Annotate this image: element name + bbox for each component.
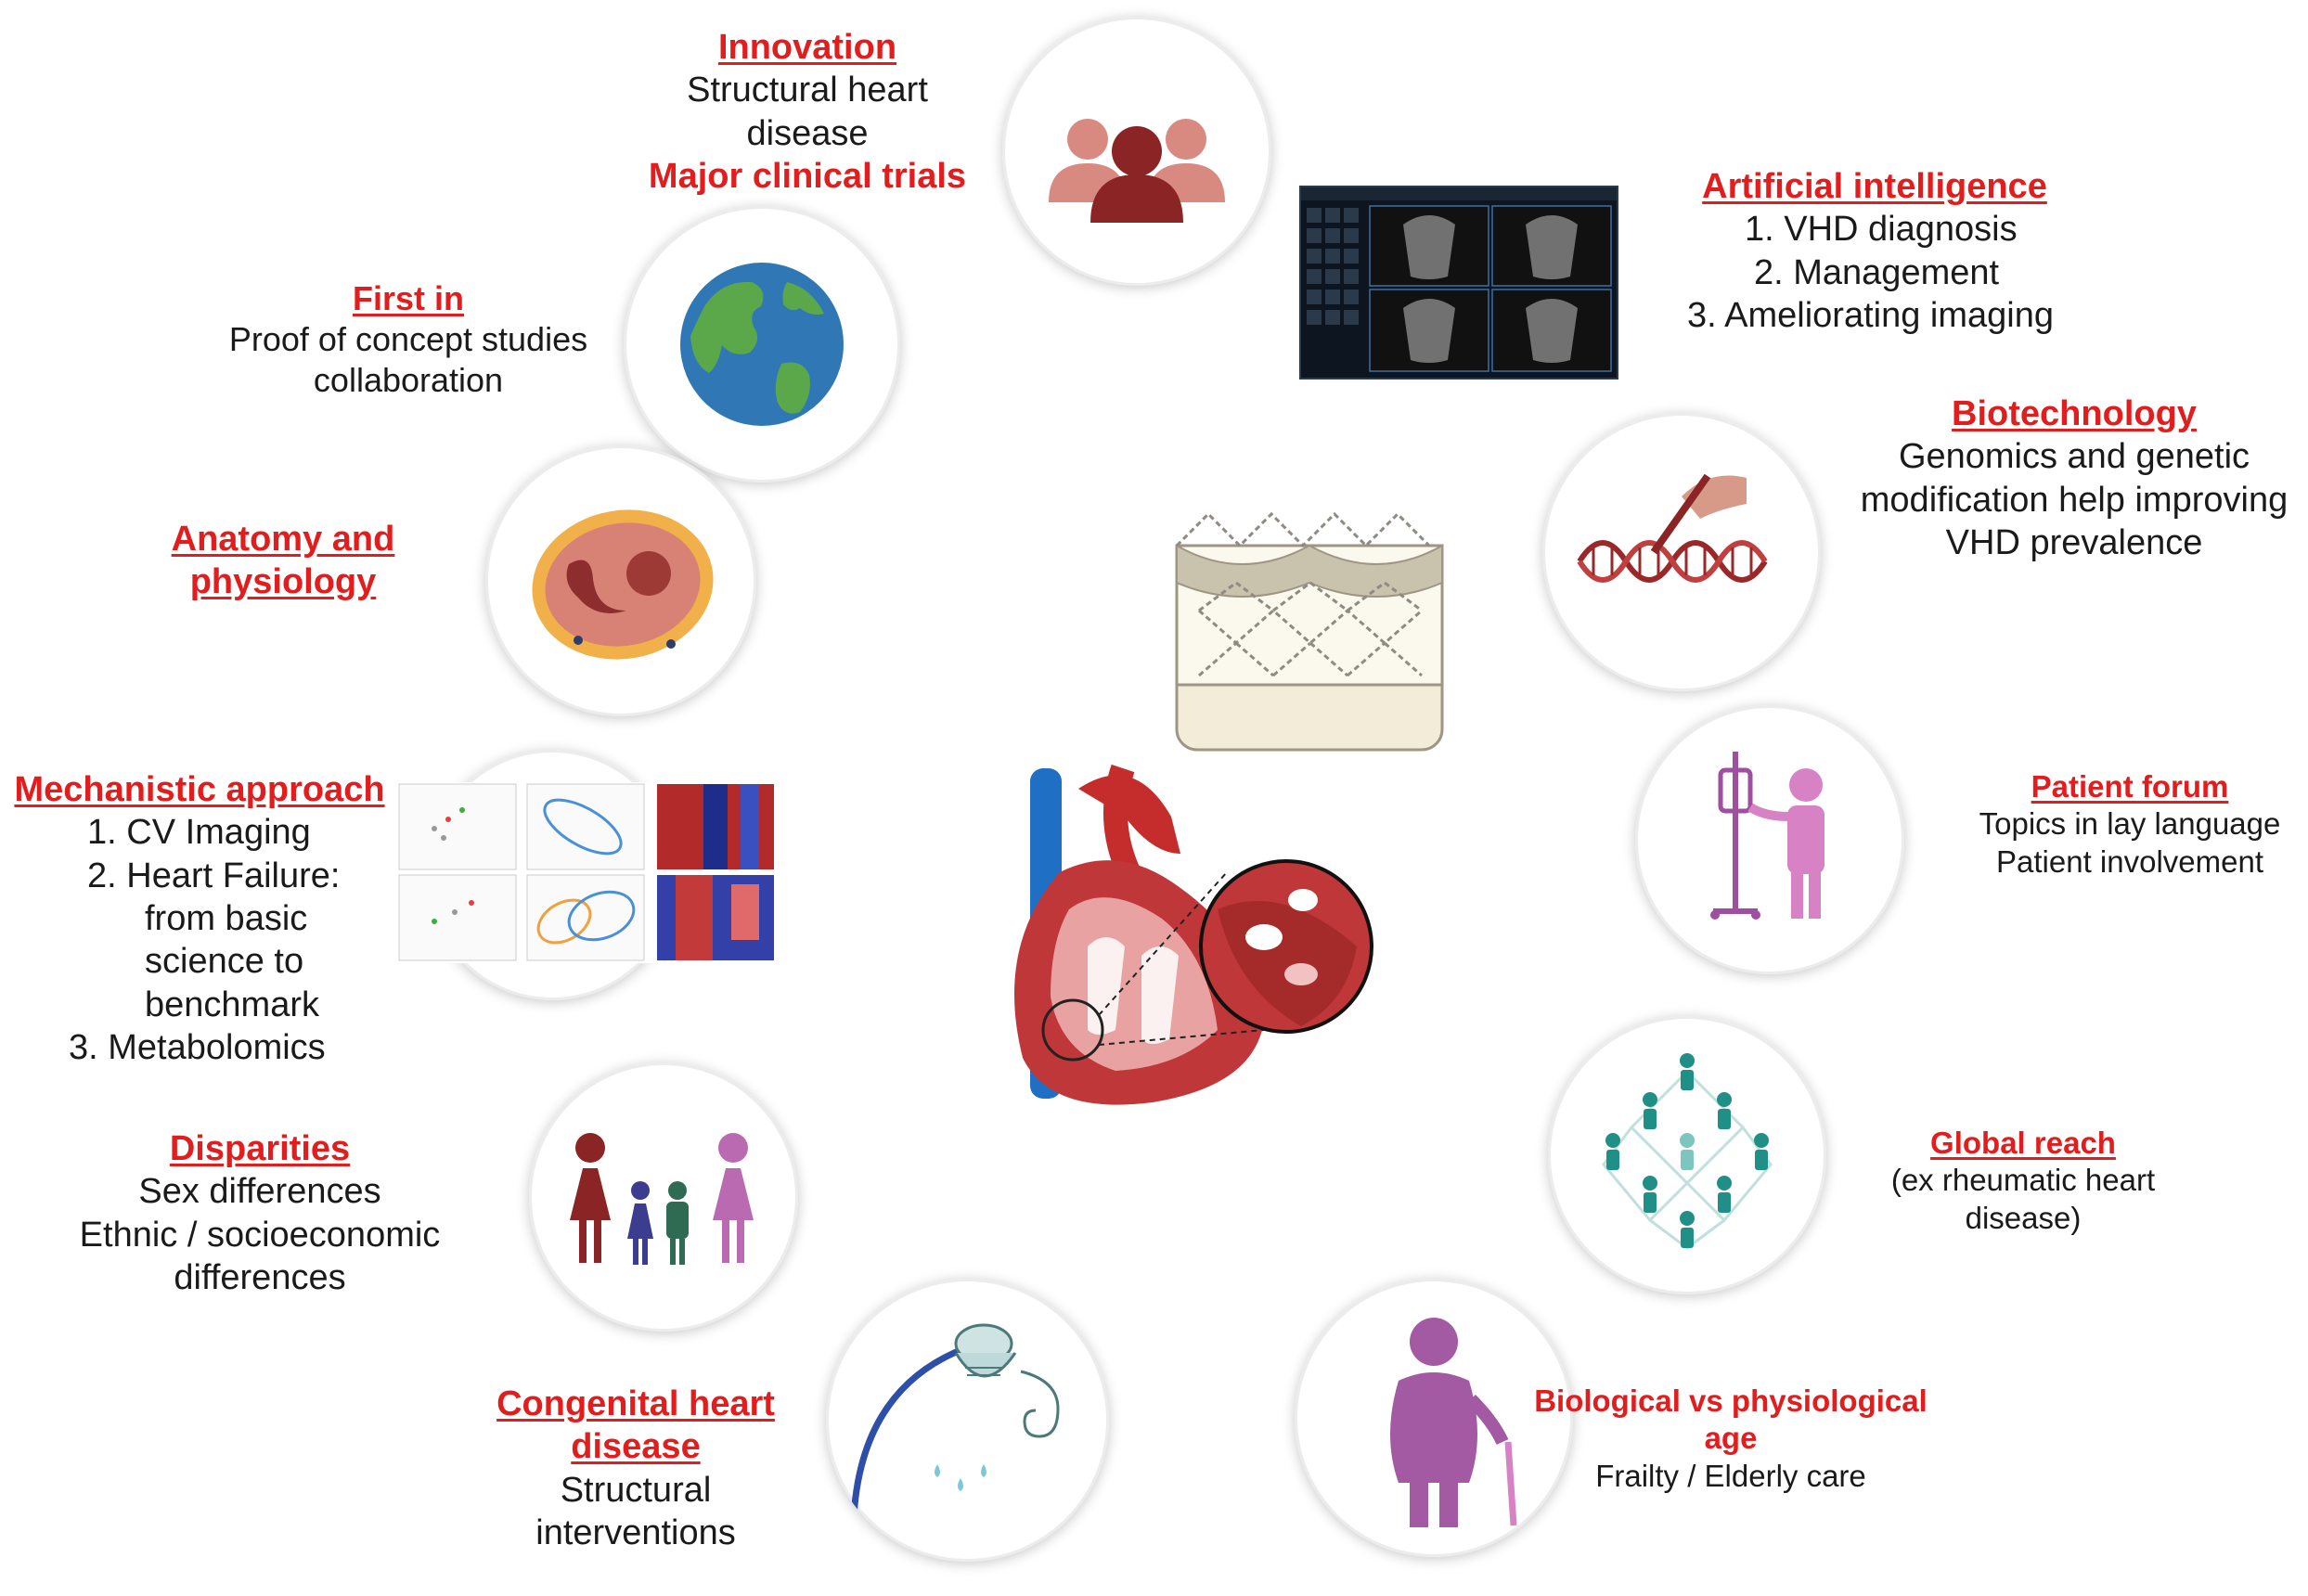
disparities-body1: Sex differences: [138, 1172, 381, 1212]
innovation-circle: [1002, 17, 1271, 286]
innovation-sub: Major clinical trials: [648, 157, 967, 197]
biotech-body2: modification help improving: [1860, 480, 2289, 520]
congenital-title2: disease: [571, 1427, 701, 1467]
patient-iv-icon: [1710, 752, 1824, 920]
globe-icon: [680, 263, 844, 426]
anatomy-label: Anatomy and physiology: [148, 518, 418, 604]
anatomy-title1: Anatomy and: [171, 520, 395, 559]
bio-age-label: Biological vs physiological age Frailty …: [1522, 1383, 1940, 1495]
patient-forum-body1: Topics in lay language: [1979, 806, 2281, 842]
family-icon: [570, 1133, 754, 1265]
congenital-circle: [826, 1279, 1109, 1562]
global-reach-body1: (ex rheumatic heart: [1890, 1163, 2156, 1198]
congenital-title1: Congenital heart: [496, 1384, 775, 1423]
bio-age-circle: [1295, 1279, 1573, 1557]
ai-title: Artificial intelligence: [1702, 167, 2047, 206]
disparities-circle: [529, 1062, 798, 1332]
first-in-body1: Proof of concept studies: [228, 319, 588, 358]
ai-item-2: 2. Management: [1754, 252, 2000, 292]
dna-editing-icon: [1577, 473, 1768, 583]
mechanistic-title: Mechanistic approach: [14, 770, 385, 809]
anatomy-circle: [485, 445, 756, 716]
bio-age-title2: age: [1704, 1421, 1758, 1456]
anatomy-title2: physiology: [189, 562, 377, 602]
patient-forum-body2: Patient involvement: [1996, 843, 2263, 879]
echo-imaging-icon: [1299, 186, 1618, 380]
mechanistic-item-1: 1. CV Imaging: [87, 813, 311, 853]
congenital-label: Congenital heart disease Structural inte…: [483, 1383, 789, 1554]
biotech-title: Biotechnology: [1952, 394, 2197, 433]
bio-age-title1: Biological vs physiological: [1534, 1384, 1928, 1418]
disparities-body2: Ethnic / socioeconomic: [79, 1215, 441, 1255]
bio-age-body: Frailty / Elderly care: [1595, 1458, 1866, 1493]
biotech-body3: VHD prevalence: [1945, 523, 2203, 563]
heart-tissue-cross-section-icon: [532, 509, 714, 660]
ai-label: Artificial intelligence 1. VHD diagnosis…: [1661, 165, 2088, 337]
biotech-body1: Genomics and genetic: [1898, 437, 2250, 477]
disparities-body3: differences: [174, 1258, 346, 1298]
global-reach-circle: [1548, 1016, 1826, 1294]
mechanistic-label: Mechanistic approach 1. CV Imaging 2. He…: [9, 768, 390, 1070]
ai-item-1: 1. VHD diagnosis: [1745, 210, 2018, 250]
innovation-body: Structural heart disease: [687, 71, 928, 153]
disparities-label: Disparities Sex differences Ethnic / soc…: [56, 1127, 464, 1299]
first-in-label: First in Proof of concept studies collab…: [186, 278, 631, 401]
ai-item-3: 3. Ameliorating imaging: [1687, 296, 2054, 336]
disparities-title: Disparities: [169, 1129, 351, 1168]
mechanistic-item-2-line3: science to: [145, 942, 304, 982]
transcatheter-valve-icon: [1171, 508, 1448, 757]
heart-anatomy-icon: [986, 761, 1375, 1106]
people-group-icon: [1049, 119, 1225, 223]
mechanistic-item-2-line4: benchmark: [145, 985, 319, 1024]
first-in-circle: [624, 206, 900, 483]
mechanistic-item-3: 3. Metabolomics: [69, 1028, 326, 1068]
biotech-label: Biotechnology Genomics and genetic modif…: [1842, 393, 2306, 564]
elderly-person-icon: [1390, 1318, 1517, 1527]
first-in-title: First in: [352, 279, 464, 317]
global-reach-title: Global reach: [1930, 1126, 2116, 1160]
congenital-body2: interventions: [535, 1513, 736, 1553]
mechanistic-item-2-line2: from basic: [145, 899, 308, 939]
global-reach-label: Global reach (ex rheumatic heart disease…: [1865, 1125, 2181, 1237]
patient-forum-circle: [1635, 705, 1904, 974]
patient-forum-label: Patient forum Topics in lay language Pat…: [1958, 768, 2302, 881]
innovation-title: Innovation: [717, 28, 897, 67]
innovation-label: Innovation Structural heart disease Majo…: [612, 26, 1002, 198]
congenital-body1: Structural: [560, 1470, 712, 1510]
biotech-circle: [1542, 413, 1821, 691]
global-reach-body2: disease): [1965, 1200, 2082, 1235]
population-network-icon: [1602, 1053, 1773, 1250]
mechanistic-item-2: 2. Heart Failure:: [87, 856, 341, 895]
omics-plots-icon: [397, 782, 778, 963]
patient-forum-title: Patient forum: [2031, 769, 2229, 804]
first-in-body2: collaboration: [313, 360, 504, 399]
catheter-device-icon: [849, 1323, 1060, 1562]
